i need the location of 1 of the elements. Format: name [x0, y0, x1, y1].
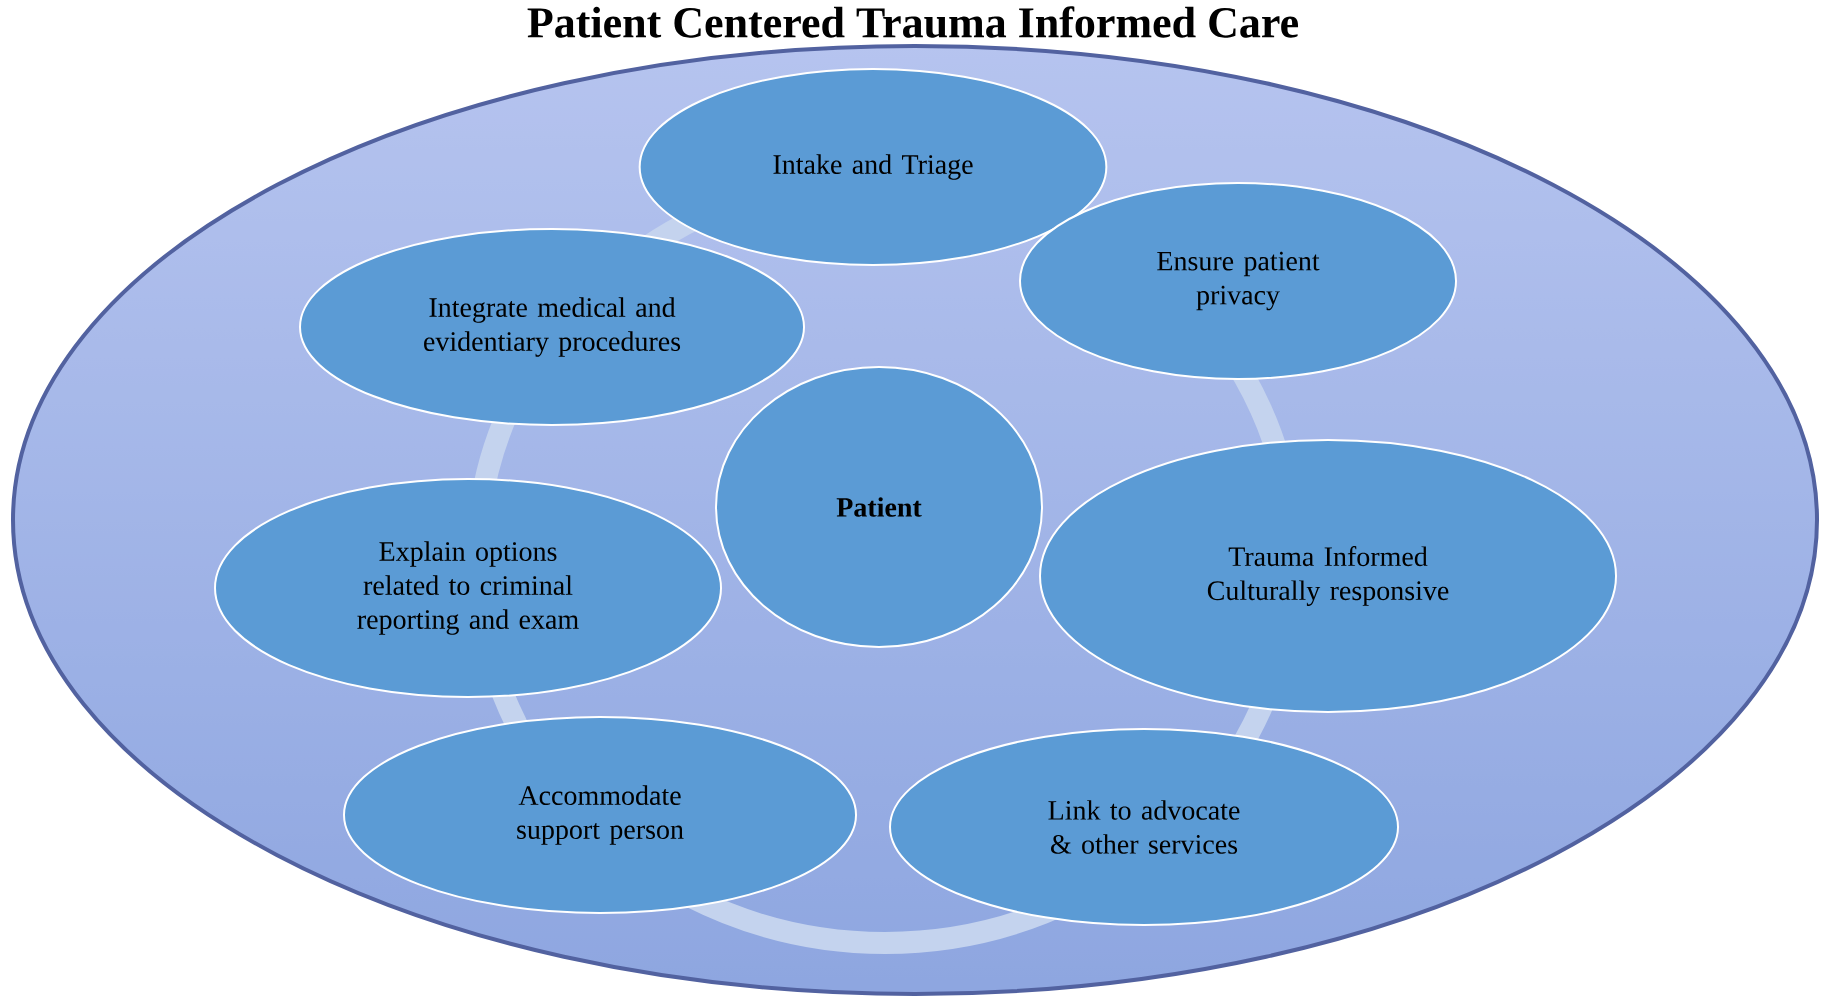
title: Patient Centered Trauma Informed Care — [527, 6, 1299, 38]
